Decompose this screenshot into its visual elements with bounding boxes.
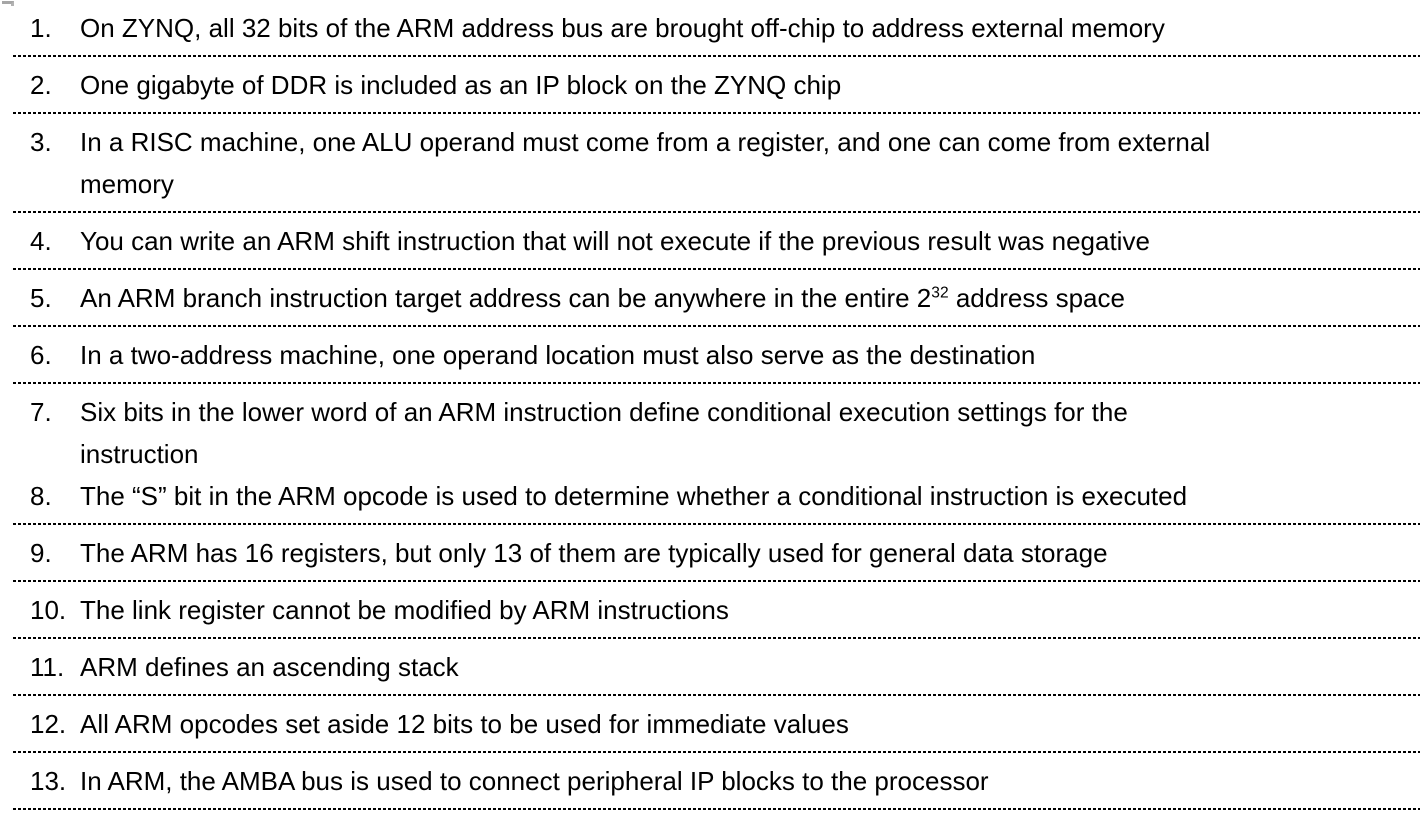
statement-number: 7.	[30, 397, 52, 427]
statement-number: 9.	[30, 538, 52, 568]
statement-text: In a RISC machine, one ALU operand must …	[80, 127, 1211, 199]
statement-text: The “S” bit in the ARM opcode is used to…	[80, 481, 1188, 511]
statement-text: The link register cannot be modified by …	[80, 595, 729, 625]
statement-list: 1. On ZYNQ, all 32 bits of the ARM addre…	[13, 0, 1420, 810]
statement-number: 3.	[30, 127, 52, 157]
statement-text: In a two-address machine, one operand lo…	[80, 340, 1036, 370]
statement-number: 10.	[30, 595, 67, 625]
statement-item: 7. Six bits in the lower word of an ARM …	[13, 391, 1420, 475]
statement-number: 13.	[30, 766, 67, 796]
statement-item: 5. An ARM branch instruction target addr…	[13, 277, 1420, 319]
statement-item: 9. The ARM has 16 registers, but only 13…	[13, 532, 1420, 574]
statement-row: 2. One gigabyte of DDR is included as an…	[13, 57, 1420, 114]
statement-number: 6.	[30, 340, 52, 370]
statement-row: 10. The link register cannot be modified…	[13, 582, 1420, 639]
statement-item: 8. The “S” bit in the ARM opcode is used…	[13, 475, 1420, 517]
statement-number: 5.	[30, 283, 52, 313]
statement-item: 1. On ZYNQ, all 32 bits of the ARM addre…	[13, 7, 1420, 49]
statement-text: All ARM opcodes set aside 12 bits to be …	[80, 709, 849, 739]
statement-item: 10. The link register cannot be modified…	[13, 589, 1420, 631]
statement-text: ARM defines an ascending stack	[80, 652, 459, 682]
statement-item: 3. In a RISC machine, one ALU operand mu…	[13, 121, 1420, 205]
statement-number: 2.	[30, 70, 52, 100]
statement-text: The ARM has 16 registers, but only 13 of…	[80, 538, 1108, 568]
statement-number: 8.	[30, 481, 52, 511]
statement-number: 4.	[30, 226, 52, 256]
statement-number: 12.	[30, 709, 67, 739]
statement-row: 12. All ARM opcodes set aside 12 bits to…	[13, 696, 1420, 753]
statement-text: Six bits in the lower word of an ARM ins…	[80, 397, 1128, 469]
statement-row: 11. ARM defines an ascending stack	[13, 639, 1420, 696]
statement-row: 9. The ARM has 16 registers, but only 13…	[13, 525, 1420, 582]
statement-item: 6. In a two-address machine, one operand…	[13, 334, 1420, 376]
statement-row: 5. An ARM branch instruction target addr…	[13, 270, 1420, 327]
statement-item: 4. You can write an ARM shift instructio…	[13, 220, 1420, 262]
statement-item: 13. In ARM, the AMBA bus is used to conn…	[13, 760, 1420, 802]
statement-text: In ARM, the AMBA bus is used to connect …	[80, 766, 989, 796]
statement-text: You can write an ARM shift instruction t…	[80, 226, 1150, 256]
statement-item: 2. One gigabyte of DDR is included as an…	[13, 64, 1420, 106]
statement-row: 1. On ZYNQ, all 32 bits of the ARM addre…	[13, 0, 1420, 57]
statement-item: 11. ARM defines an ascending stack	[13, 646, 1420, 688]
statement-number: 11.	[30, 652, 65, 682]
statement-row: 13. In ARM, the AMBA bus is used to conn…	[13, 753, 1420, 810]
statement-number: 1.	[30, 13, 52, 43]
statement-row: 6. In a two-address machine, one operand…	[13, 327, 1420, 384]
statement-text: An ARM branch instruction target address…	[80, 283, 1125, 313]
statement-row: 4. You can write an ARM shift instructio…	[13, 213, 1420, 270]
statement-row: 7. Six bits in the lower word of an ARM …	[13, 384, 1420, 525]
statement-item: 12. All ARM opcodes set aside 12 bits to…	[13, 703, 1420, 745]
statement-row: 3. In a RISC machine, one ALU operand mu…	[13, 114, 1420, 213]
statement-text: One gigabyte of DDR is included as an IP…	[80, 70, 842, 100]
cropped-window-fragment	[2, 1, 14, 6]
statement-text: On ZYNQ, all 32 bits of the ARM address …	[80, 13, 1165, 43]
